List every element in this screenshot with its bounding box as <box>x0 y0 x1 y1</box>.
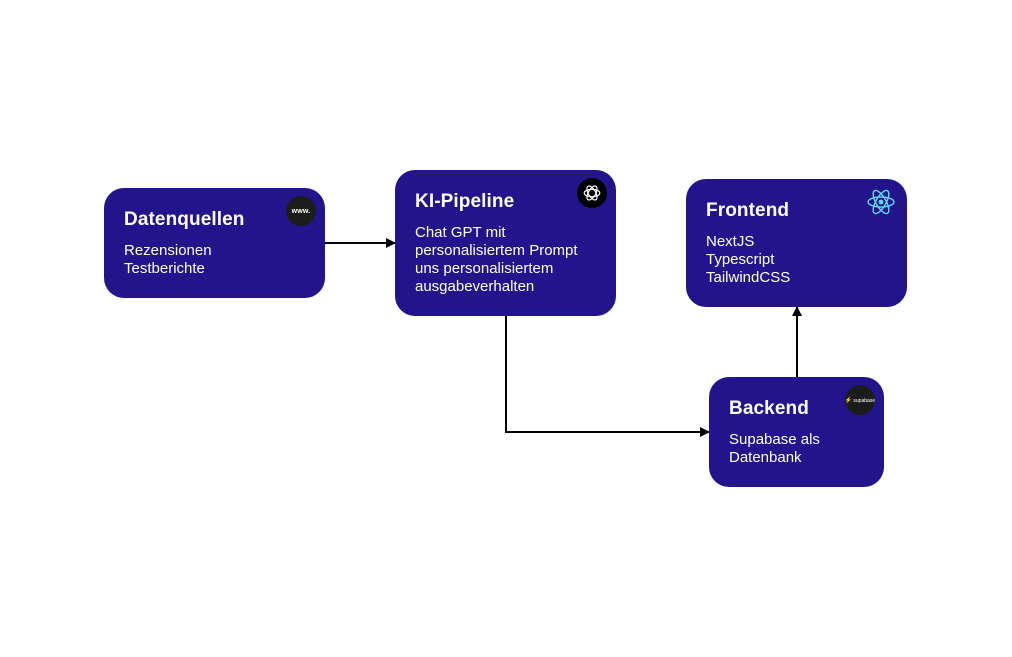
react-icon <box>866 187 896 217</box>
node-line: uns personalisiertem <box>415 260 554 277</box>
node-line: Supabase als <box>729 431 820 448</box>
node-description: NextJS Typescript TailwindCSS <box>706 233 887 287</box>
node-line: TailwindCSS <box>706 269 791 286</box>
node-description: Supabase als Datenbank <box>729 431 864 467</box>
node-frontend[interactable]: Frontend NextJS Typescript TailwindCSS <box>686 179 907 307</box>
node-title: Datenquellen <box>124 209 245 230</box>
www-icon: www. <box>286 196 316 226</box>
node-line: Testberichte <box>124 260 205 277</box>
node-title: KI-Pipeline <box>415 191 515 212</box>
arrow-ki-pipeline-to-backend <box>505 316 710 437</box>
node-title: Frontend <box>706 200 790 221</box>
www-icon-label: www. <box>291 207 311 215</box>
node-description: Rezensionen Testberichte <box>124 242 305 278</box>
node-description: Chat GPT mit personalisiertem Prompt uns… <box>415 224 596 296</box>
node-line: personalisiertem Prompt <box>415 242 578 259</box>
node-line: Rezensionen <box>124 242 212 259</box>
supabase-icon-label: supabase <box>853 397 876 404</box>
node-line: Datenbank <box>729 449 802 466</box>
openai-icon <box>577 178 607 208</box>
node-datenquellen[interactable]: Datenquellen Rezensionen Testberichte ww… <box>104 188 325 298</box>
node-line: Chat GPT mit <box>415 224 506 241</box>
node-backend[interactable]: Backend Supabase als Datenbank ⚡supabase <box>709 377 884 487</box>
node-line: NextJS <box>706 233 755 250</box>
node-line: ausgabeverhalten <box>415 278 535 295</box>
node-line: Typescript <box>706 251 775 268</box>
node-ki-pipeline[interactable]: KI-Pipeline Chat GPT mit personalisierte… <box>395 170 616 316</box>
supabase-icon: ⚡supabase <box>845 385 875 415</box>
node-title: Backend <box>729 398 809 419</box>
